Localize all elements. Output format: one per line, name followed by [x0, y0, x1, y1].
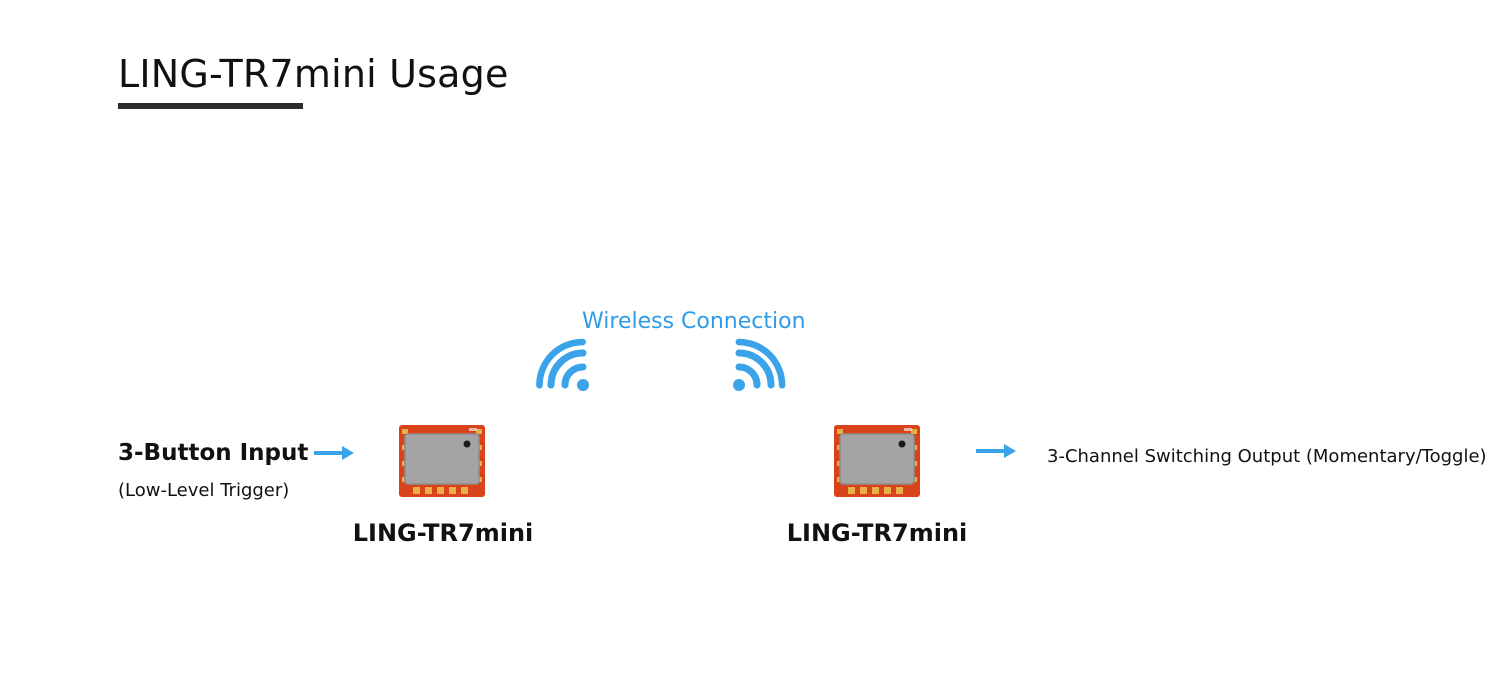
title-underline [118, 103, 303, 109]
input-label: 3-Button Input [118, 440, 309, 466]
wifi-signal-icon [536, 338, 589, 391]
input-sublabel: (Low-Level Trigger) [118, 480, 290, 501]
rf-module-icon [399, 425, 485, 497]
right-arrow-icon [976, 444, 1016, 458]
output-label: 3-Channel Switching Output (Momentary/To… [1047, 446, 1487, 467]
right-arrow-icon [314, 446, 354, 460]
wireless-connection-label: Wireless Connection [582, 309, 806, 334]
receiver-module-label: LING-TR7mini [786, 519, 968, 547]
page-title: LING-TR7mini Usage [118, 52, 509, 96]
wifi-signal-icon [733, 338, 786, 391]
rf-module-icon [834, 425, 920, 497]
transmitter-module-label: LING-TR7mini [352, 519, 534, 547]
